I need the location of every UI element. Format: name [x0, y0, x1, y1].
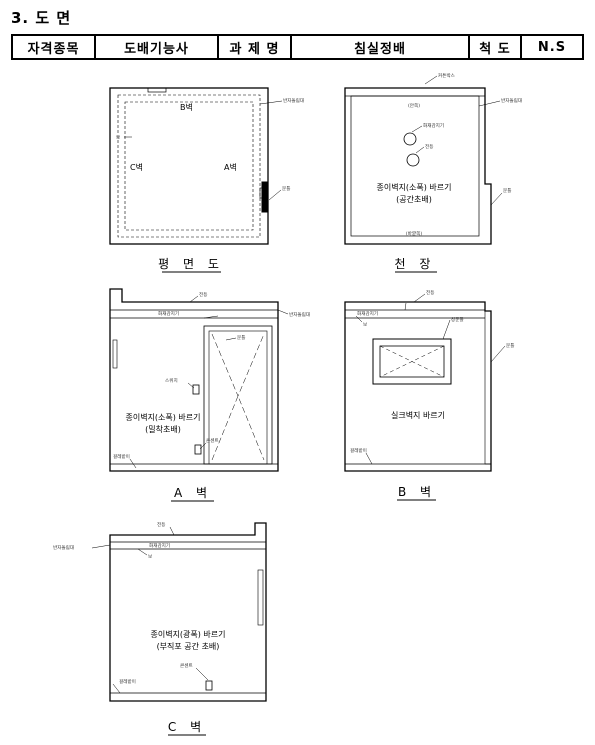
floor-baseboard-line [117, 94, 261, 238]
wall-c-light-label: 전등 [157, 521, 165, 528]
wall-a-elevation [109, 288, 289, 472]
floor-beam-line [124, 101, 254, 231]
wall-a-door-inner [208, 330, 268, 465]
ceiling-plan [344, 75, 503, 245]
wall-a-switch [192, 384, 200, 395]
wall-b-caption: B 벽 [398, 485, 436, 499]
wall-b-window-frame [372, 338, 452, 385]
ceiling-outer-label: (바깥쪽) [406, 230, 422, 237]
wall-a-baseboard-label: 반자돌림대 [289, 311, 310, 318]
wall-b-light-label: 전등 [426, 289, 434, 296]
task-value: 침실정배 [290, 34, 470, 60]
wall-c-fire-detector-label: 화재감지기 [149, 542, 170, 549]
ceiling-inner-label: (안쪽) [408, 102, 420, 109]
wall-c-baseboard-label: 반자돌림대 [53, 544, 74, 551]
wall-b-main-line1: 실크벽지 바르기 [391, 410, 445, 420]
wall-c-outline [109, 522, 267, 702]
ceiling-fire-detector-label: 화재감지기 [423, 122, 444, 129]
ceiling-outline [344, 87, 492, 245]
ceiling-curtain-box-label: 커튼박스 [438, 72, 455, 79]
floor-wall-c-label: C벽 [130, 162, 143, 172]
wall-a-main-line2: (밀착초배) [145, 425, 181, 434]
floor-door-frame [261, 181, 269, 213]
wall-a-skirting-label: 걸레받이 [113, 453, 130, 460]
ceiling-inner-line [350, 95, 480, 237]
wall-b-fire-detector-label: 화재감지기 [357, 310, 378, 317]
wall-a-fire-detector-label: 화재감지기 [158, 310, 179, 317]
wall-a-light-label: 전등 [199, 291, 207, 298]
wall-c-edge-frame [257, 569, 264, 626]
ceiling-caption: 천 장 [395, 256, 436, 271]
floor-wall-a-label: A벽 [224, 162, 237, 172]
info-table: 자격종목 도배기능사 과 제 명 침실정배 척 도 N.S [11, 34, 584, 60]
section-heading: 3. 도 면 [11, 9, 72, 27]
ceiling-light [406, 153, 420, 167]
wall-c-caption: C 벽 [168, 720, 206, 734]
floor-outline [109, 87, 269, 245]
ceiling-fire-detector [403, 132, 417, 146]
ceiling-main-line1: 종이벽지(소폭) 바르기 [376, 182, 451, 192]
wall-b-beam-label: 보 [363, 322, 367, 328]
wall-c-beam-label: 보 [148, 554, 152, 560]
floor-door-frame-label: 문틀 [282, 186, 290, 192]
floor-caption: 평 면 도 [158, 257, 224, 271]
wall-b-skirting-label: 걸레받이 [350, 447, 367, 454]
wall-c-main-line2: (부직포 공간 초배) [157, 641, 220, 651]
qualification-label: 자격종목 [11, 34, 96, 60]
wall-a-outlet-label: 콘센트 [206, 437, 219, 444]
wall-b-window-frame-label: 창문틀 [451, 316, 464, 323]
wall-b-door-frame [484, 310, 492, 465]
wall-a-door-swing [211, 333, 265, 461]
ceiling-door-frame-label: 문틀 [503, 188, 511, 194]
wall-c-main-line1: 종이벽지(광폭) 바르기 [150, 629, 225, 639]
wall-b-elevation [344, 293, 506, 472]
ceiling-main-line2: (공간초배) [396, 194, 432, 204]
wall-c-elevation [91, 522, 267, 702]
floor-wall-b-label: B벽 [180, 102, 193, 112]
floor-beam-label: 보 [116, 135, 120, 141]
floor-door-frame-inner [259, 187, 265, 199]
wall-c-outlet-label: 콘센트 [180, 662, 193, 669]
wall-a-outline [109, 288, 279, 472]
qualification-value: 도배기능사 [94, 34, 219, 60]
floor-plan [109, 87, 283, 245]
task-label: 과 제 명 [217, 34, 292, 60]
wall-a-door-frame-label: 문틀 [237, 335, 245, 341]
wall-a-edge-frame [112, 339, 118, 369]
wall-a-switch-label: 스위치 [165, 377, 178, 384]
floor-baseboard-label: 반자돌림대 [283, 97, 304, 104]
scale-label: 척 도 [468, 34, 522, 60]
wall-a-outlet [194, 444, 202, 455]
wall-a-main-line1: 종이벽지(소폭) 바르기 [125, 412, 200, 422]
scale-value: N.S [520, 34, 584, 60]
floor-light-mark [147, 87, 167, 93]
wall-b-door-frame-label: 문틀 [506, 343, 514, 349]
wall-a-caption: A 벽 [174, 486, 212, 500]
wall-b-window-inner [379, 345, 445, 378]
wall-b-window-cross [379, 345, 445, 378]
ceiling-baseboard-label: 반자돌림대 [501, 97, 522, 104]
wall-c-outlet [205, 680, 213, 691]
curtain-box [344, 87, 486, 97]
ceiling-light-label: 전등 [425, 143, 433, 150]
wall-c-skirting-label: 걸레받이 [119, 678, 136, 685]
